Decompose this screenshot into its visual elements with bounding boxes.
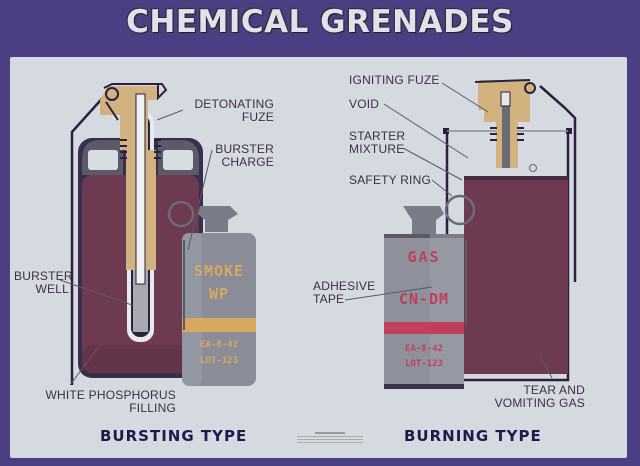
smoke-marking-line3: EA-8-42 — [200, 340, 238, 350]
smoke-marking-line2: WP — [208, 285, 230, 303]
smoke-wp-canister — [167, 200, 256, 386]
poster-title: CHEMICAL GRENADES — [126, 4, 514, 40]
label-detonating-fuze: DETONATING FUZE — [194, 97, 274, 124]
gas-marking-line4: LOT-123 — [405, 359, 443, 369]
leader-lines — [59, 82, 553, 386]
bursting-grenade-cutaway — [70, 83, 256, 386]
smoke-marking-line1: SMOKE — [193, 262, 245, 280]
label-white-phosphorus-filling: WHITE PHOSPHORUS FILLING — [45, 388, 176, 415]
burning-type-title: BURNING TYPE — [404, 427, 542, 445]
label-igniting-fuze: IGNITING FUZE — [349, 73, 440, 87]
label-void: VOID — [349, 97, 380, 111]
gas-marking-line1: GAS — [407, 248, 441, 266]
bursting-type-title: BURSTING TYPE — [100, 427, 248, 445]
gas-marking-line2: CN-DM — [398, 290, 450, 308]
fine-print-credit — [295, 430, 365, 445]
label-burster-charge: BURSTER CHARGE — [215, 142, 274, 169]
label-burster-well: BURSTER WELL — [14, 269, 73, 296]
label-tear-vomiting-gas: TEAR AND VOMITING GAS — [494, 383, 585, 410]
label-adhesive-tape: ADHESIVE TAPE — [313, 279, 376, 306]
label-starter-mixture: STARTER MIXTURE — [349, 129, 406, 156]
smoke-marking-line4: LOT-123 — [200, 356, 238, 366]
gas-cndm-canister — [384, 206, 467, 389]
label-safety-ring: SAFETY RING — [349, 173, 431, 187]
gas-marking-line3: EA-8-42 — [405, 344, 443, 354]
burning-grenade-cutaway — [384, 79, 577, 389]
